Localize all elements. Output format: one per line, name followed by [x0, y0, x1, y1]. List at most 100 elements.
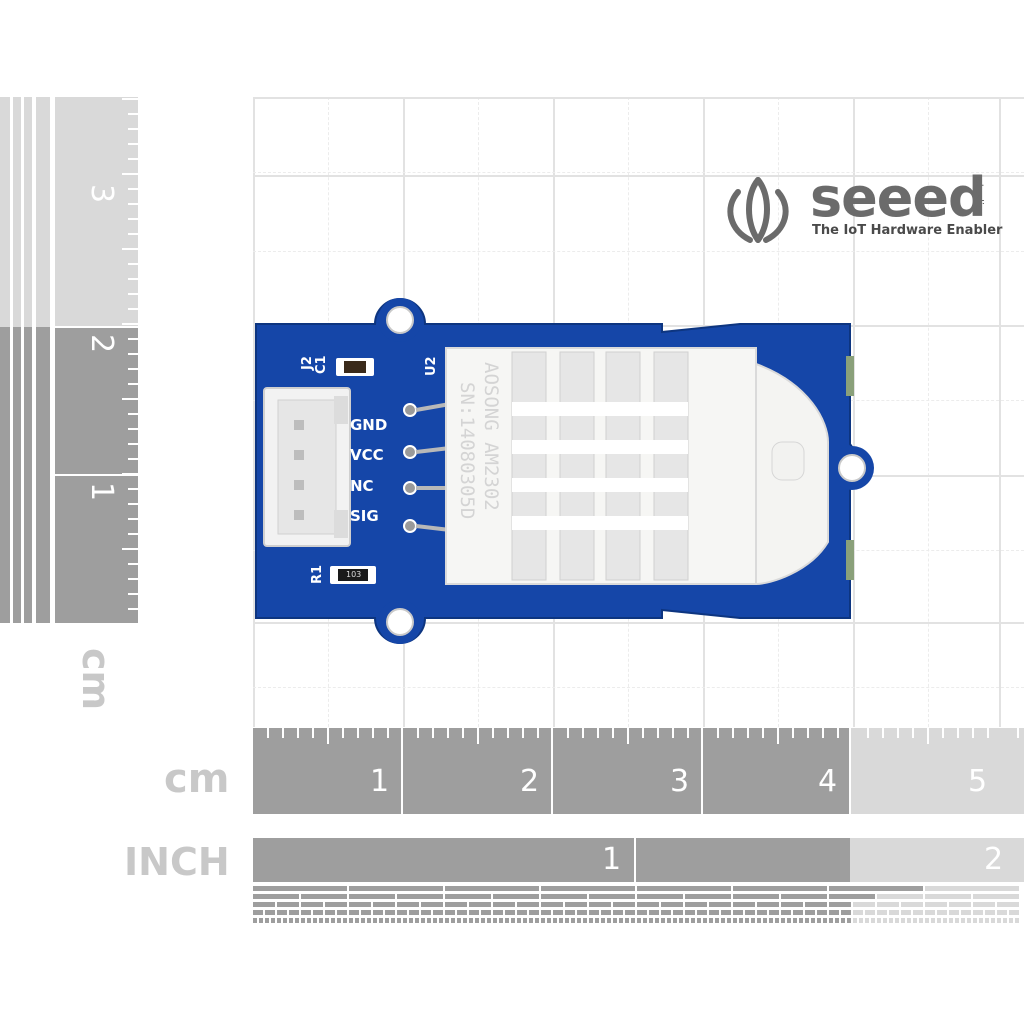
inch-subdivision: [349, 894, 395, 899]
inch-subdivision: [739, 918, 743, 923]
inch-subdivision: [877, 902, 899, 907]
inch-subdivision: [313, 910, 323, 915]
inch-subdivision: [277, 918, 281, 923]
inch-subdivision: [925, 894, 971, 899]
inch-subdivision: [451, 918, 455, 923]
inch-subdivision: [679, 918, 683, 923]
inch-subdivision: [847, 918, 851, 923]
inch-subdivision: [601, 918, 605, 923]
inch-subdivision: [751, 918, 755, 923]
inch-subdivision: [865, 918, 869, 923]
designator-r1: R1: [310, 564, 325, 584]
inch-subdivision: [391, 918, 395, 923]
pin-label-vcc: VCC: [350, 446, 384, 464]
inch-subdivision: [799, 918, 803, 923]
inch-subdivision: [397, 902, 419, 907]
cm-unit-label: cm: [164, 756, 230, 802]
inch-subdivision: [883, 918, 887, 923]
inch-subdivision: [637, 910, 647, 915]
inch-subdivision: [781, 918, 785, 923]
inch-subdivision: [685, 894, 731, 899]
cm-number-5: 5: [968, 764, 988, 799]
inch-subdivision: [481, 910, 491, 915]
inch-subdivision: [829, 894, 875, 899]
grove-sensor-board: [255, 298, 874, 644]
inch-subdivision: [733, 902, 755, 907]
inch-subdivision: [661, 902, 683, 907]
inch-subdivision: [769, 918, 773, 923]
inch-subdivision: [259, 918, 263, 923]
inch-subdivision: [925, 902, 947, 907]
inch-subdivision: [301, 894, 347, 899]
inch-subdivision: [901, 902, 923, 907]
logo-studio: studio: [973, 178, 986, 212]
inch-subdivision: [769, 910, 779, 915]
cm-number-4: 4: [818, 764, 838, 799]
inch-subdivision: [949, 902, 971, 907]
inch-subdivision: [319, 918, 323, 923]
inch-subdivision: [943, 918, 947, 923]
inch-subdivision: [991, 918, 995, 923]
inch-subdivision: [595, 918, 599, 923]
cm-number-2: 2: [520, 764, 540, 799]
inch-subdivision: [793, 918, 797, 923]
logo-tagline: The IoT Hardware Enabler: [812, 223, 1003, 238]
inch-subdivision: [553, 910, 563, 915]
inch-subdivision: [517, 910, 527, 915]
inch-subdivision: [895, 918, 899, 923]
inch-subdivision: [361, 918, 365, 923]
inch-subdivision: [325, 918, 329, 923]
inch-subdivision: [307, 918, 311, 923]
pin-label-sig: SIG: [350, 507, 379, 525]
inch-unit-label: INCH: [124, 840, 230, 884]
vertical-ruler-graphic: [0, 97, 138, 623]
inch-subdivision: [337, 918, 341, 923]
inch-subdivision: [421, 902, 443, 907]
inch-subdivision: [385, 918, 389, 923]
inch-subdivision: [367, 918, 371, 923]
inch-subdivision: [649, 918, 653, 923]
inch-subdivision: [313, 918, 317, 923]
inch-subdivision: [253, 910, 263, 915]
inch-subdivision: [541, 918, 545, 923]
inch-subdivision: [973, 910, 983, 915]
inch-subdivision: [835, 918, 839, 923]
inch-subdivision: [445, 886, 539, 891]
inch-subdivision: [565, 918, 569, 923]
inch-subdivision: [925, 918, 929, 923]
inch-subdivision: [409, 918, 413, 923]
inch-subdivision: [589, 894, 635, 899]
inch-subdivision: [697, 910, 707, 915]
inch-subdivision: [997, 902, 1019, 907]
inch-subdivision: [697, 918, 701, 923]
inch-subdivision: [793, 910, 803, 915]
designator-u2: U2: [424, 356, 439, 376]
inch-subdivision: [685, 902, 707, 907]
inch-subdivision: [877, 894, 923, 899]
inch-subdivision: [745, 910, 755, 915]
inch-subdivision: [733, 886, 827, 891]
sensor-model-text: AOSONG AM2302: [480, 362, 502, 511]
inch-subdivision: [523, 918, 527, 923]
inch-subdivision: [409, 910, 419, 915]
inch-subdivision: [643, 918, 647, 923]
inch-subdivision: [361, 910, 371, 915]
inch-subdivision: [253, 918, 257, 923]
inch-subdivision: [859, 918, 863, 923]
inch-subdivision: [283, 918, 287, 923]
inch-subdivision: [577, 918, 581, 923]
inch-subdivision: [829, 886, 923, 891]
inch-subdivision: [613, 918, 617, 923]
inch-subdivision: [649, 910, 659, 915]
inch-subdivision: [493, 902, 515, 907]
inch-subdivision: [325, 902, 347, 907]
inch-subdivision: [913, 918, 917, 923]
inch-subdivision: [373, 910, 383, 915]
inch-subdivision: [853, 910, 863, 915]
inch-subdivision: [493, 910, 503, 915]
inch-subdivision: [931, 918, 935, 923]
inch-subdivision: [667, 918, 671, 923]
inch-subdivision: [631, 918, 635, 923]
inch-subdivision: [541, 894, 587, 899]
inch-subdivision: [469, 902, 491, 907]
